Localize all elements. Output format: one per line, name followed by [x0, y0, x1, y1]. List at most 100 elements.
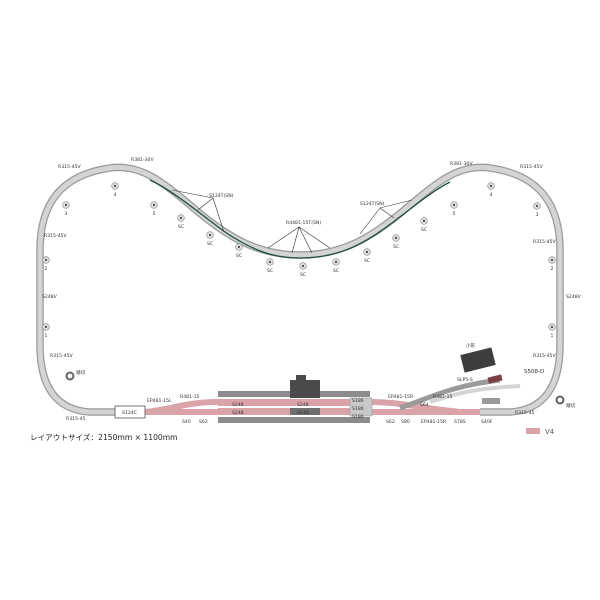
pier-label: SC	[364, 258, 370, 264]
pier-label: SC	[421, 227, 427, 233]
label-r381-left: R381-30V	[131, 157, 154, 163]
layout-size-caption: レイアウトサイズ：2150mm × 1100mm	[30, 432, 178, 442]
label-s508: S508-D	[524, 369, 544, 375]
pier-marker-center	[179, 216, 183, 220]
legend-swatch	[526, 428, 540, 434]
station-dark-track	[290, 408, 320, 415]
overhead-wire	[149, 179, 451, 259]
label-s62-right: S62	[386, 419, 395, 425]
label-s248-st-1: S248	[232, 402, 244, 408]
pier-marker-center	[152, 203, 156, 207]
pier-label: SC	[207, 241, 213, 247]
pier-marker-center	[394, 236, 398, 240]
main-loop-track-inner	[37, 164, 563, 415]
pier-marker-center	[422, 219, 426, 223]
station-yard	[114, 375, 480, 423]
pier-label: SC	[178, 224, 184, 230]
label-crossing-left: 踏切	[76, 369, 86, 376]
label-r315-mid-right: R315-45V	[533, 239, 556, 245]
s124c-box	[114, 405, 146, 419]
label-s124t-right: S124T(SN)	[360, 201, 385, 207]
platform-bottom	[218, 417, 370, 423]
crossing-left	[65, 371, 75, 381]
label-s90-right: S90	[401, 419, 410, 425]
label-s248-st-4: S248	[297, 410, 309, 416]
label-s248-right: S248V	[566, 294, 582, 300]
label-s186-3: S186	[352, 414, 364, 420]
label-r481-l: R481-15	[180, 394, 200, 400]
pier-label: 4	[114, 192, 117, 198]
pier-label: SC	[267, 268, 273, 274]
label-r315-low-right: R315-45V	[533, 353, 556, 359]
label-r315-low-left: R315-45V	[50, 353, 73, 359]
station-building	[290, 380, 320, 398]
label-s186-2: S186	[352, 406, 364, 412]
label-slp: SLP5-S	[457, 377, 473, 383]
pier-label: 3	[65, 211, 68, 217]
pier-marker-center	[44, 325, 48, 329]
pier-label: 4	[490, 192, 493, 198]
label-ep481-r: EP481-15R	[388, 394, 414, 400]
label-s124t-left: S124T(SN)	[209, 193, 234, 199]
pier-marker-center	[550, 325, 554, 329]
pier-marker-center	[452, 203, 456, 207]
station-building-top	[296, 375, 306, 381]
label-s248-left: S248V	[42, 294, 58, 300]
pier-marker-center	[489, 184, 493, 188]
label-crossing-right: 踏切	[566, 402, 576, 409]
label-s40-left: S40	[182, 419, 191, 425]
label-r381-right: R381-30V	[450, 161, 473, 167]
label-r315-mid-left: R315-45V	[44, 233, 67, 239]
siding-track-1	[399, 377, 501, 411]
pier-markers: 3 4 5 2 1 SC SC SC SC SC SC SC SC SC 4 5 3 2 1	[42, 182, 556, 339]
pier-marker-center	[237, 245, 241, 249]
pier-label: 1	[551, 333, 554, 339]
pier-marker-center	[208, 233, 212, 237]
pier-marker-center	[268, 260, 272, 264]
pier-label: SC	[236, 253, 242, 259]
label-small-building: 小形	[466, 342, 476, 349]
siding-track-2	[429, 384, 521, 404]
pier-label: SC	[393, 244, 399, 250]
label-s40f: S40F	[481, 419, 493, 425]
pier-marker-center	[44, 258, 48, 262]
small-building	[460, 347, 496, 373]
wire-pointer-lines	[171, 189, 413, 254]
label-r315-top-left: R315-45V	[58, 164, 81, 170]
pier-label: 2	[45, 266, 48, 272]
label-s124c: S124C	[122, 410, 137, 416]
label-s186-1: S186	[352, 398, 364, 404]
label-r4481-center: R4481-15T(SN)	[286, 220, 321, 226]
pier-label: 2	[551, 266, 554, 272]
label-ep481-l: EP481-15L	[147, 398, 172, 404]
label-s62-left: S62	[199, 419, 208, 425]
pier-label: SC	[333, 268, 339, 274]
label-r315-top-right: R315-45V	[520, 164, 543, 170]
pier-marker-center	[113, 184, 117, 188]
label-r315-bottom-right: R315-45	[515, 410, 535, 416]
pier-marker-center	[301, 264, 305, 268]
station-track-1	[218, 399, 370, 406]
pier-label: 3	[536, 212, 539, 218]
label-r315-bottom-left: R315-45	[66, 416, 86, 422]
pier-marker-center	[535, 204, 539, 208]
label-s64: S64	[420, 402, 429, 408]
label-r481-r: R481-15	[433, 394, 453, 400]
label-s248-st-3: S248	[297, 402, 309, 408]
label-s248-st-2: S248	[232, 410, 244, 416]
label-ep481-bottom: EP481-15R	[421, 419, 447, 425]
pier-label: SC	[300, 272, 306, 278]
pier-marker-center	[64, 203, 68, 207]
pier-marker-center	[365, 250, 369, 254]
siding-car	[487, 374, 503, 384]
siding-area	[399, 347, 521, 411]
station-end-block	[349, 397, 373, 417]
pier-label: 5	[153, 211, 156, 217]
pier-label: 5	[453, 211, 456, 217]
crossing-right	[555, 395, 565, 405]
pier-marker-center	[334, 260, 338, 264]
siding-buffer	[482, 398, 500, 404]
pier-marker-center	[550, 258, 554, 262]
pier-label: 1	[45, 333, 48, 339]
